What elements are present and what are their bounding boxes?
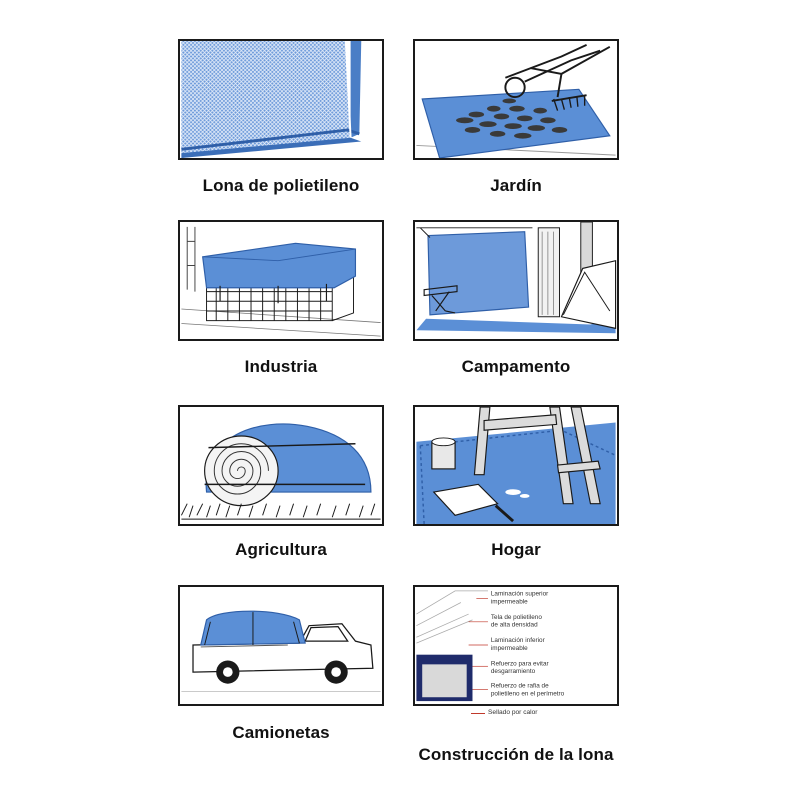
caption-agriculture: Agricultura [235, 540, 327, 559]
paint-dropcloth-icon [416, 407, 616, 524]
panel-garden [413, 39, 619, 160]
caption-construction: Construcción de la lona [418, 745, 614, 764]
panel-agriculture [178, 405, 384, 526]
camp-shelter-icon [416, 222, 617, 339]
tarp-fabric-icon [181, 41, 362, 158]
label-bottom-lamination: Laminación inferior [491, 637, 546, 644]
panel-camping [413, 220, 619, 341]
label-fabric: Tela de polietileno [491, 614, 542, 621]
panel-industry [178, 220, 384, 341]
heat-seal-leader-line [471, 713, 485, 714]
label-top-lamination: Laminación superior [491, 591, 549, 598]
crate-cover-icon [181, 226, 381, 337]
panel-home [413, 405, 619, 526]
caption-camping: Campamento [461, 357, 571, 376]
label-top-lamination-2: impermeable [491, 598, 528, 605]
caption-trucks: Camionetas [232, 723, 330, 742]
label-perimeter-reinforcement: Refuerzo de rafia de [491, 683, 549, 690]
caption-garden: Jardín [490, 176, 542, 195]
caption-home: Hogar [491, 540, 541, 559]
label-perimeter-reinforcement-2: polietileno en el perímetro [491, 690, 565, 697]
panel-construction: Laminación superior impermeable Tela de … [413, 585, 619, 706]
garden-leaves-icon [416, 43, 616, 158]
label-fabric-2: de alta densidad [491, 622, 538, 629]
panel-tarp-fabric [178, 39, 384, 160]
panel-trucks [178, 585, 384, 706]
label-tear-reinforcement-2: desgarramiento [491, 668, 536, 675]
caption-industry: Industria [244, 357, 318, 376]
label-tear-reinforcement: Refuerzo para evitar [491, 660, 550, 667]
hay-bale-icon [180, 423, 381, 520]
tarp-layers-diagram: Laminación superior impermeable Tela de … [416, 590, 565, 702]
caption-tarp-fabric: Lona de polietileno [202, 176, 360, 195]
pickup-truck-icon [181, 610, 381, 692]
label-bottom-lamination-2: impermeable [491, 645, 528, 652]
label-heat-seal-visible: Sellado por calor [488, 709, 538, 716]
